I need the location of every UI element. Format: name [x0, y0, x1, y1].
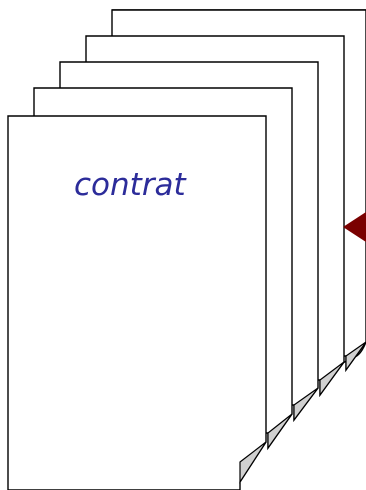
document-sheet-1	[7, 115, 267, 490]
document-label: contrat	[74, 167, 188, 203]
pointer-arrow	[343, 212, 366, 242]
